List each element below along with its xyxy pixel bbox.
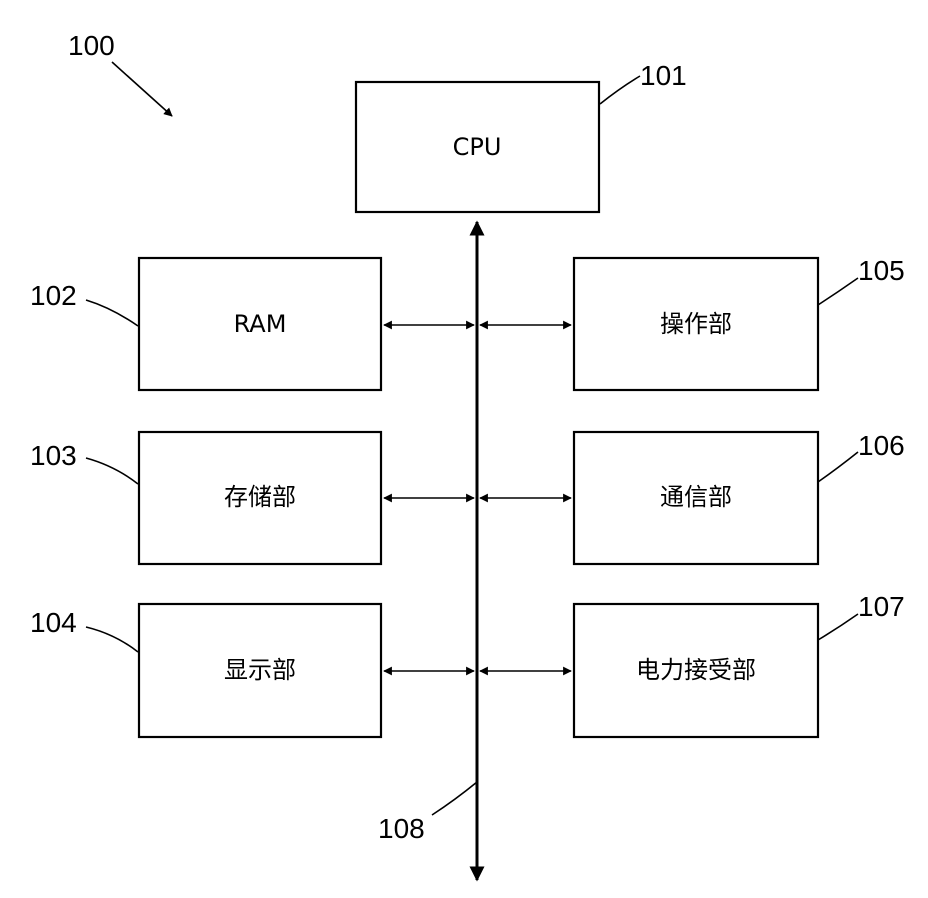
ram-label: RAM: [234, 310, 287, 338]
operation-label: 操作部: [660, 310, 732, 338]
operation-ref: 105: [858, 255, 905, 286]
ram-ref: 102: [30, 280, 77, 311]
figure-ref-100: 100: [68, 30, 115, 61]
power-receiving-ref-leader: [818, 614, 858, 640]
display-ref-leader: [86, 627, 138, 652]
communication-label: 通信部: [660, 483, 732, 511]
storage-ref: 103: [30, 440, 77, 471]
figure-ref-arrow: [112, 62, 172, 116]
power-receiving-label: 电力接受部: [636, 656, 756, 684]
display-ref: 104: [30, 607, 77, 638]
communication-ref-leader: [818, 452, 858, 482]
cpu-label: CPU: [453, 133, 502, 161]
storage-label: 存储部: [224, 483, 296, 511]
bus-ref-leader: [432, 782, 477, 815]
display-label: 显示部: [224, 656, 296, 684]
cpu-ref-leader: [600, 76, 640, 104]
power-receiving-ref: 107: [858, 591, 905, 622]
cpu-ref: 101: [640, 60, 687, 91]
bus-ref: 108: [378, 813, 425, 844]
communication-ref: 106: [858, 430, 905, 461]
operation-ref-leader: [818, 278, 858, 305]
storage-ref-leader: [86, 458, 138, 484]
ram-ref-leader: [86, 300, 138, 326]
